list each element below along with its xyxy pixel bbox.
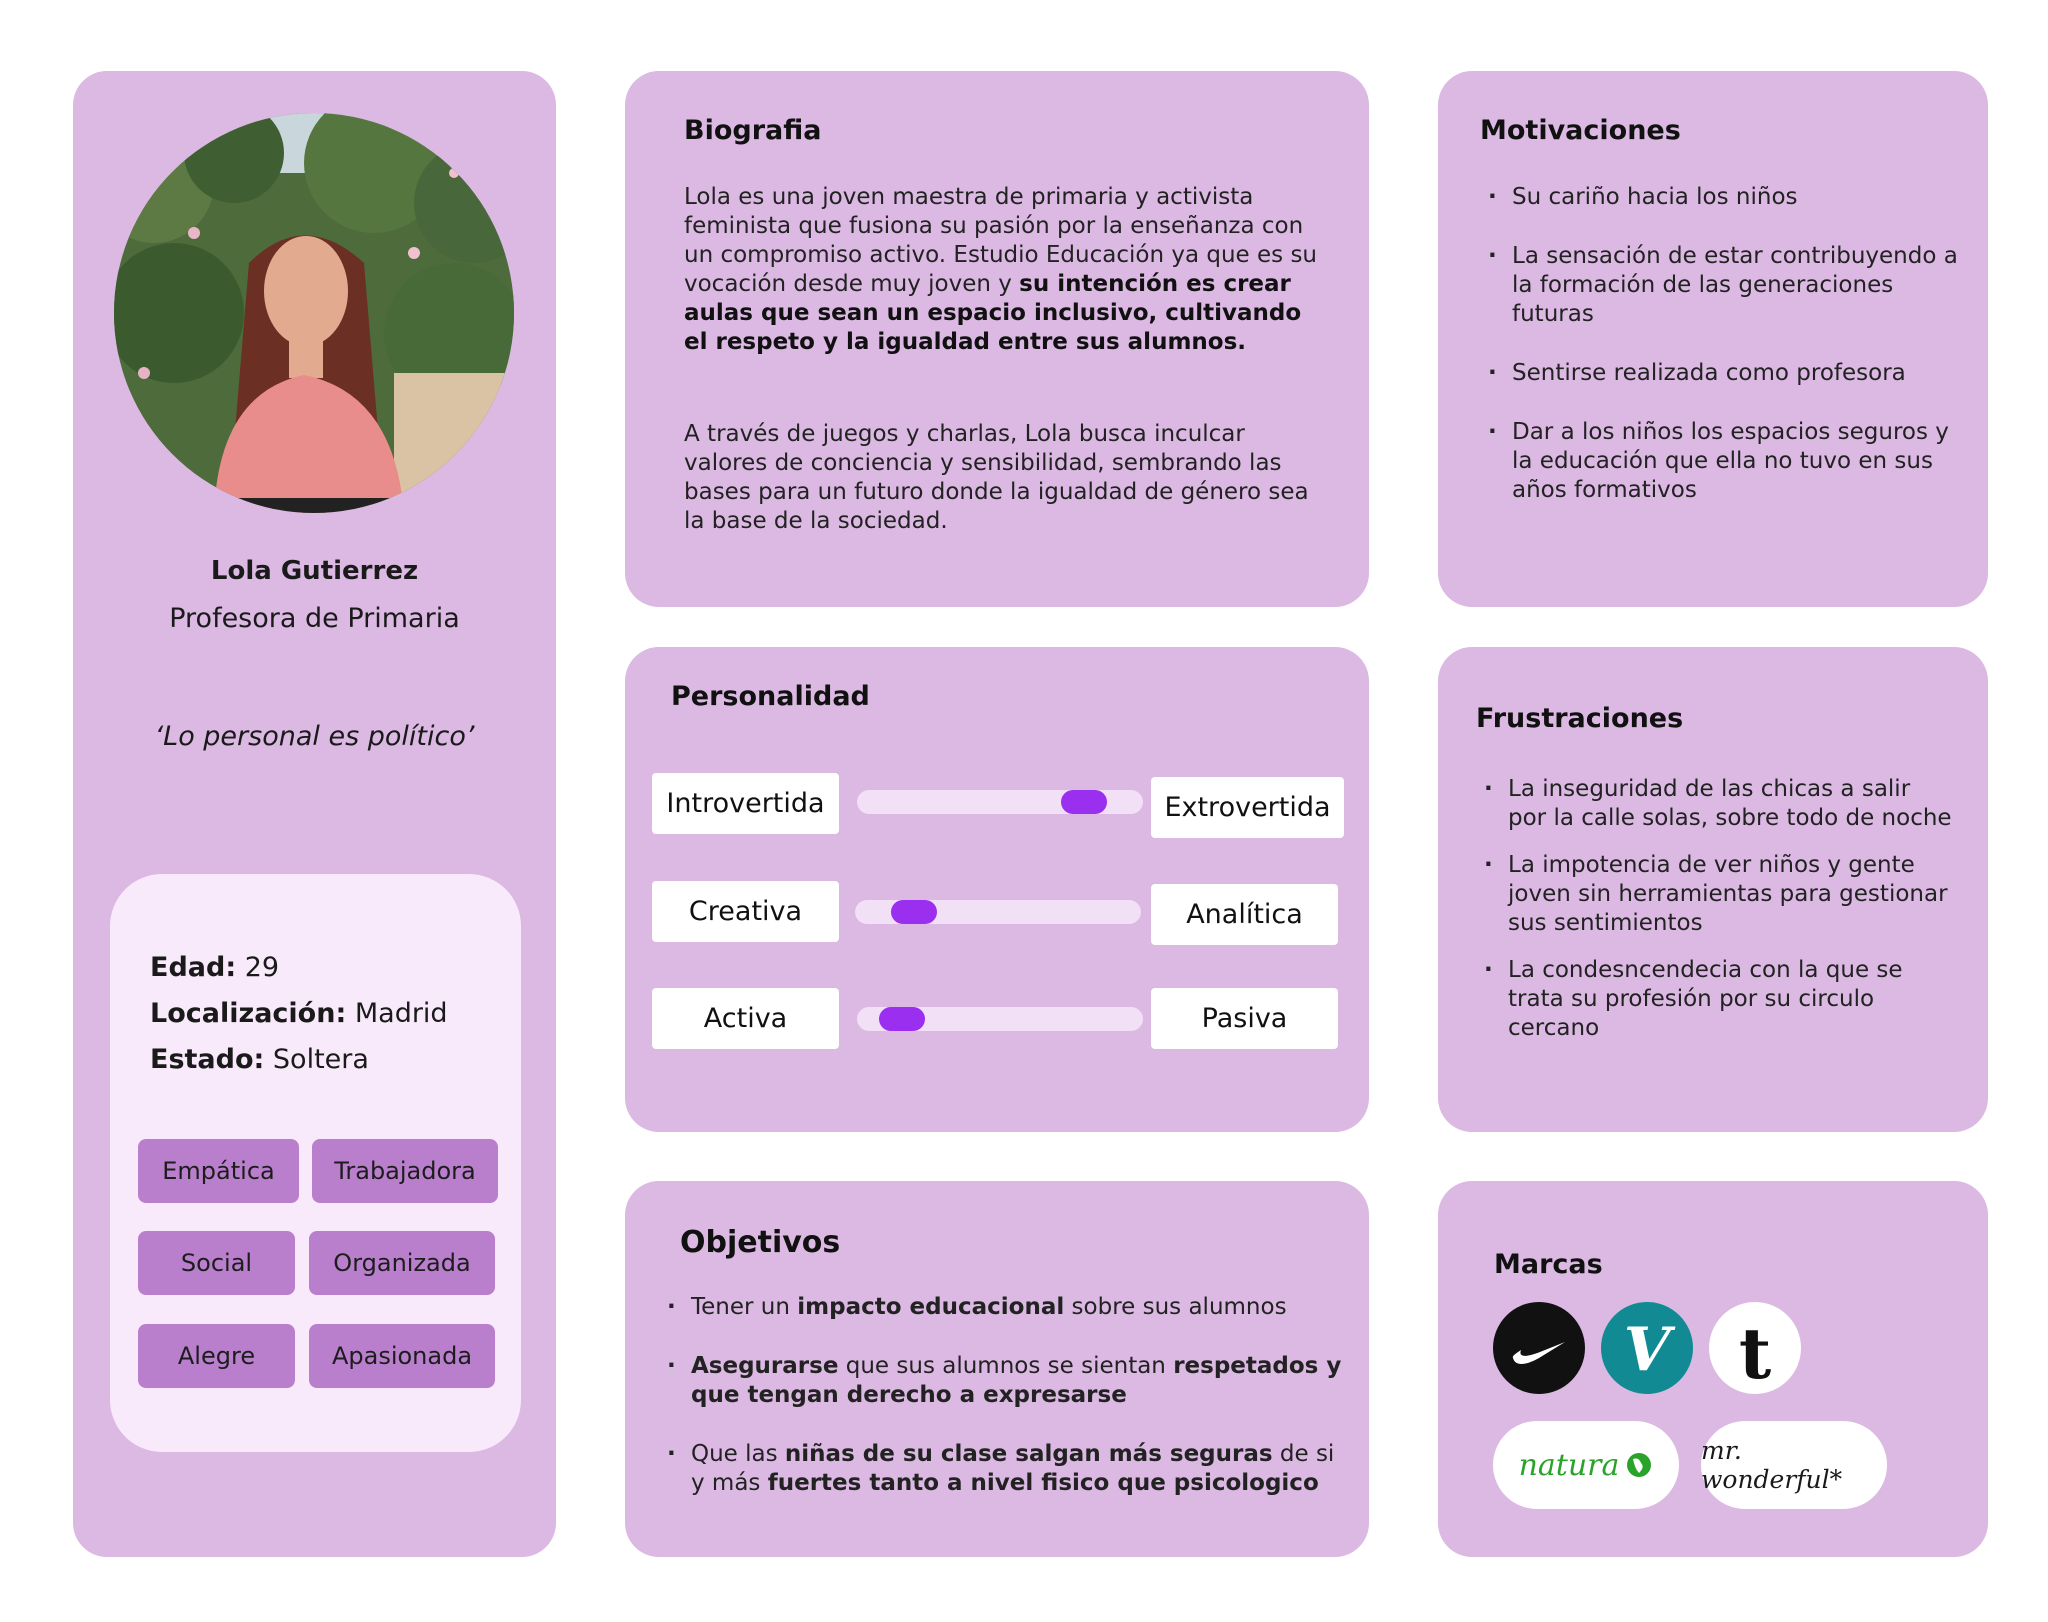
location-row: Localización: Madrid xyxy=(150,998,448,1029)
tag-empatica: Empática xyxy=(138,1139,299,1203)
tag-social: Social xyxy=(138,1231,295,1295)
profile-photo xyxy=(114,113,514,513)
trait-slider-knob xyxy=(891,900,937,924)
list-item: Sentirse realizada como profesora xyxy=(1488,359,1958,388)
list-item: Tener un impacto educacional sobre sus a… xyxy=(667,1293,1347,1322)
objetivos-card: Objetivos Tener un impacto educacional s… xyxy=(625,1181,1369,1557)
natura-logo: natura xyxy=(1493,1421,1679,1509)
tag-apasionada: Apasionada xyxy=(309,1324,495,1388)
list-item: Dar a los niños los espacios seguros y l… xyxy=(1488,418,1958,505)
objetivos-title: Objetivos xyxy=(680,1225,841,1260)
location-label: Localización: xyxy=(150,998,347,1029)
trait-left-creativa: Creativa xyxy=(652,881,839,942)
biografia-title: Biografia xyxy=(684,115,822,146)
mr-wonderful-logo: mr. wonderful* xyxy=(1701,1421,1887,1509)
profile-quote: ‘Lo personal es político’ xyxy=(154,721,475,752)
profile-card: Lola Gutierrez Profesora de Primaria ‘Lo… xyxy=(73,71,556,1557)
trait-slider xyxy=(855,900,1141,924)
svg-text:V: V xyxy=(1624,1315,1676,1385)
motivaciones-card: Motivaciones Su cariño hacia los niños L… xyxy=(1438,71,1988,607)
profile-info-panel: Edad: 29 Localización: Madrid Estado: So… xyxy=(110,874,521,1452)
profile-name: Lola Gutierrez xyxy=(210,556,419,586)
trait-slider xyxy=(857,1007,1143,1031)
trait-left-introvertida: Introvertida xyxy=(652,773,839,834)
trait-left-activa: Activa xyxy=(652,988,839,1049)
globe-icon xyxy=(1627,1453,1652,1477)
list-item: Asegurarse que sus alumnos se sientan re… xyxy=(667,1352,1347,1410)
tag-organizada: Organizada xyxy=(309,1231,495,1295)
biografia-card: Biografia Lola es una joven maestra de p… xyxy=(625,71,1369,607)
trait-slider-knob xyxy=(1061,790,1107,814)
list-item: La condesncendecia con la que se trata s… xyxy=(1484,956,1954,1043)
motivaciones-title: Motivaciones xyxy=(1480,115,1681,146)
frustraciones-title: Frustraciones xyxy=(1476,703,1684,734)
list-item: Que las niñas de su clase salgan más seg… xyxy=(667,1440,1347,1498)
trait-slider xyxy=(857,790,1143,814)
profile-job: Profesora de Primaria xyxy=(169,603,460,634)
biografia-paragraph-1: Lola es una joven maestra de primaria y … xyxy=(684,183,1324,357)
vinted-logo: V xyxy=(1601,1302,1693,1394)
list-item: Su cariño hacia los niños xyxy=(1488,183,1958,212)
nike-logo xyxy=(1493,1302,1585,1394)
biografia-p1-normal: Lola es una joven maestra de primaria y … xyxy=(684,184,1318,297)
marcas-title: Marcas xyxy=(1494,1249,1603,1280)
biografia-paragraph-2: A través de juegos y charlas, Lola busca… xyxy=(684,421,1309,534)
trait-right-extrovertida: Extrovertida xyxy=(1151,777,1344,838)
list-item: La impotencia de ver niños y gente joven… xyxy=(1484,851,1954,938)
location-value: Madrid xyxy=(346,998,448,1029)
motivaciones-list: Su cariño hacia los niños La sensación d… xyxy=(1488,183,1958,535)
status-row: Estado: Soltera xyxy=(150,1044,369,1075)
trait-right-pasiva: Pasiva xyxy=(1151,988,1338,1049)
svg-text:t: t xyxy=(1739,1312,1771,1394)
trait-right-analitica: Analítica xyxy=(1151,884,1338,945)
age-label: Edad: xyxy=(150,952,237,983)
tag-trabajadora: Trabajadora xyxy=(312,1139,498,1203)
age-row: Edad: 29 xyxy=(150,952,279,983)
biografia-p1-bold: su intención es crear aulas que sean un … xyxy=(684,271,1302,355)
trait-slider-knob xyxy=(878,1007,925,1031)
frustraciones-card: Frustraciones La inseguridad de las chic… xyxy=(1438,647,1988,1132)
status-label: Estado: xyxy=(150,1044,265,1075)
marcas-card: Marcas V t natura mr. wonderful* xyxy=(1438,1181,1988,1557)
status-value: Soltera xyxy=(264,1044,369,1075)
list-item: La sensación de estar contribuyendo a la… xyxy=(1488,242,1958,329)
personalidad-title: Personalidad xyxy=(671,681,870,712)
list-item: La inseguridad de las chicas a salir por… xyxy=(1484,775,1954,833)
objetivos-list: Tener un impacto educacional sobre sus a… xyxy=(667,1293,1347,1528)
tag-alegre: Alegre xyxy=(138,1324,295,1388)
personalidad-card: Personalidad Introvertida Extrovertida C… xyxy=(625,647,1369,1132)
age-value: 29 xyxy=(236,952,280,983)
frustraciones-list: La inseguridad de las chicas a salir por… xyxy=(1484,775,1954,1061)
t-brand-logo: t xyxy=(1709,1302,1801,1395)
